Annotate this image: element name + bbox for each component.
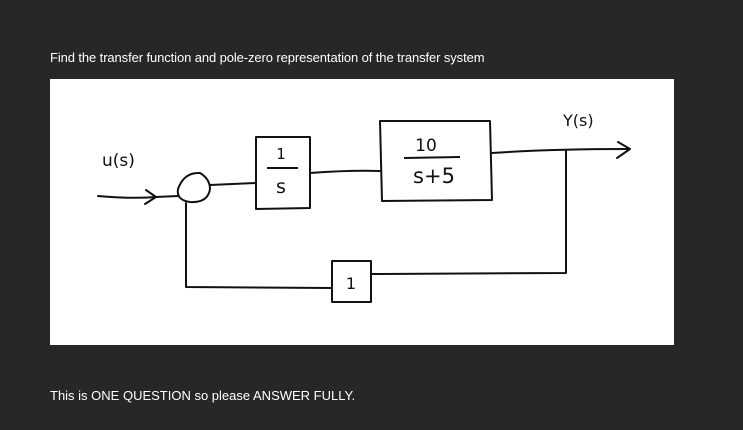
block-2-fraction-bar bbox=[403, 156, 461, 159]
input-signal-line bbox=[97, 195, 179, 199]
line-to-block1 bbox=[209, 182, 257, 186]
block-1-numerator: 1 bbox=[276, 145, 286, 163]
summing-junction bbox=[176, 171, 211, 204]
input-label: u(s) bbox=[102, 151, 135, 171]
instruction-note: This is ONE QUESTION so please ANSWER FU… bbox=[50, 388, 356, 403]
block-1-box bbox=[255, 136, 311, 210]
output-arrowhead bbox=[616, 141, 631, 159]
input-arrowhead bbox=[144, 189, 157, 205]
feedback-line-left bbox=[185, 202, 333, 289]
block-2-numerator: 10 bbox=[415, 136, 437, 156]
block-2-box bbox=[379, 120, 493, 202]
output-signal-line bbox=[491, 148, 631, 154]
block-diagram: 1 s 10 s+5 1 u(s) Y(s) bbox=[50, 79, 674, 345]
feedback-line-right bbox=[371, 150, 567, 275]
block-1-denominator: s bbox=[276, 176, 286, 198]
line-to-block2 bbox=[309, 169, 381, 174]
question-text: Find the transfer function and pole-zero… bbox=[50, 50, 485, 65]
output-label: Y(s) bbox=[562, 111, 594, 130]
feedback-block-gain: 1 bbox=[346, 274, 356, 293]
block-2-denominator: s+5 bbox=[413, 164, 455, 188]
